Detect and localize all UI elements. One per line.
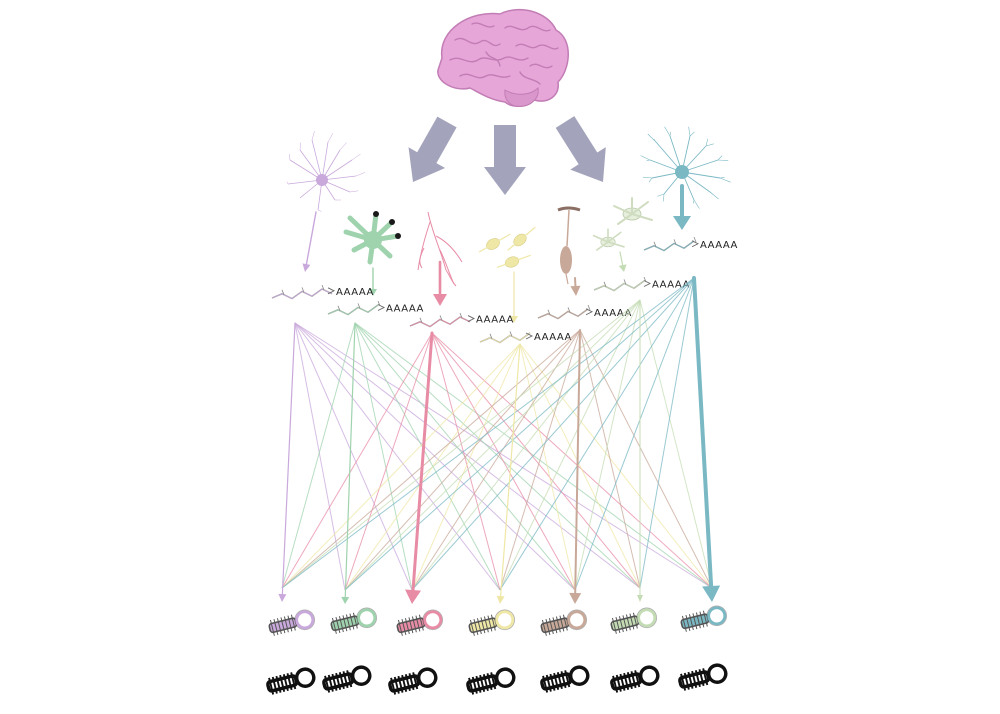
colored-probe-1-icon xyxy=(268,609,315,636)
poly-a-tail-label: AAAAA xyxy=(534,332,572,343)
poly-a-tail-label: AAAAA xyxy=(652,280,690,291)
big-arrow-right xyxy=(555,116,606,182)
big-arrow-left xyxy=(408,116,457,182)
colored-probe-6-icon xyxy=(610,607,657,634)
black-probe-4-icon xyxy=(466,667,516,695)
poly-a-tail-label: AAAAA xyxy=(386,304,424,315)
brain-icon xyxy=(437,8,569,107)
cell-to-mrna-arrows xyxy=(302,184,691,323)
mrna-teal: AAAAA xyxy=(643,236,738,252)
poly-a-tail-label: AAAAA xyxy=(700,240,738,251)
poly-a-tail-label: AAAAA xyxy=(336,287,374,298)
black-probe-3-icon xyxy=(388,667,438,695)
black-probe-5-icon xyxy=(540,665,590,693)
multipolar-neuron-icon xyxy=(640,126,731,209)
poly-a-tail-label: AAAAA xyxy=(476,315,514,326)
pyramidal-neuron-icon xyxy=(286,130,366,212)
colored-probe-5-icon xyxy=(540,609,587,636)
black-probe-1-icon xyxy=(266,667,316,695)
colored-probe-7-icon xyxy=(680,605,727,632)
mrna-green: AAAAA xyxy=(327,300,424,316)
astrocyte-icon xyxy=(343,211,401,265)
black-probe-6-icon xyxy=(610,665,660,693)
mrna-lilac: AAAAA xyxy=(271,284,374,300)
network-lines xyxy=(281,277,713,591)
colored-probe-2-icon xyxy=(330,607,377,634)
glial-cells-icon xyxy=(592,197,653,251)
dendrite-arbor-icon xyxy=(417,211,463,287)
black-probe-2-icon xyxy=(322,665,372,693)
spindle-neuron-icon xyxy=(557,206,581,285)
black-probe-7-icon xyxy=(678,663,728,691)
poly-a-tail-label: AAAAA xyxy=(594,308,632,319)
mrna-pink: AAAAA xyxy=(409,312,514,328)
mrna-tan: AAAAA xyxy=(537,304,632,320)
mrna-yellow: AAAAA xyxy=(479,331,572,344)
colored-probe-4-icon xyxy=(468,609,515,636)
bipolar-neurons-icon xyxy=(478,226,536,269)
big-arrow-center xyxy=(484,125,526,195)
network-direct-arrows xyxy=(278,276,721,604)
mrna-sage: AAAAA xyxy=(593,276,690,292)
colored-probe-3-icon xyxy=(396,609,443,636)
